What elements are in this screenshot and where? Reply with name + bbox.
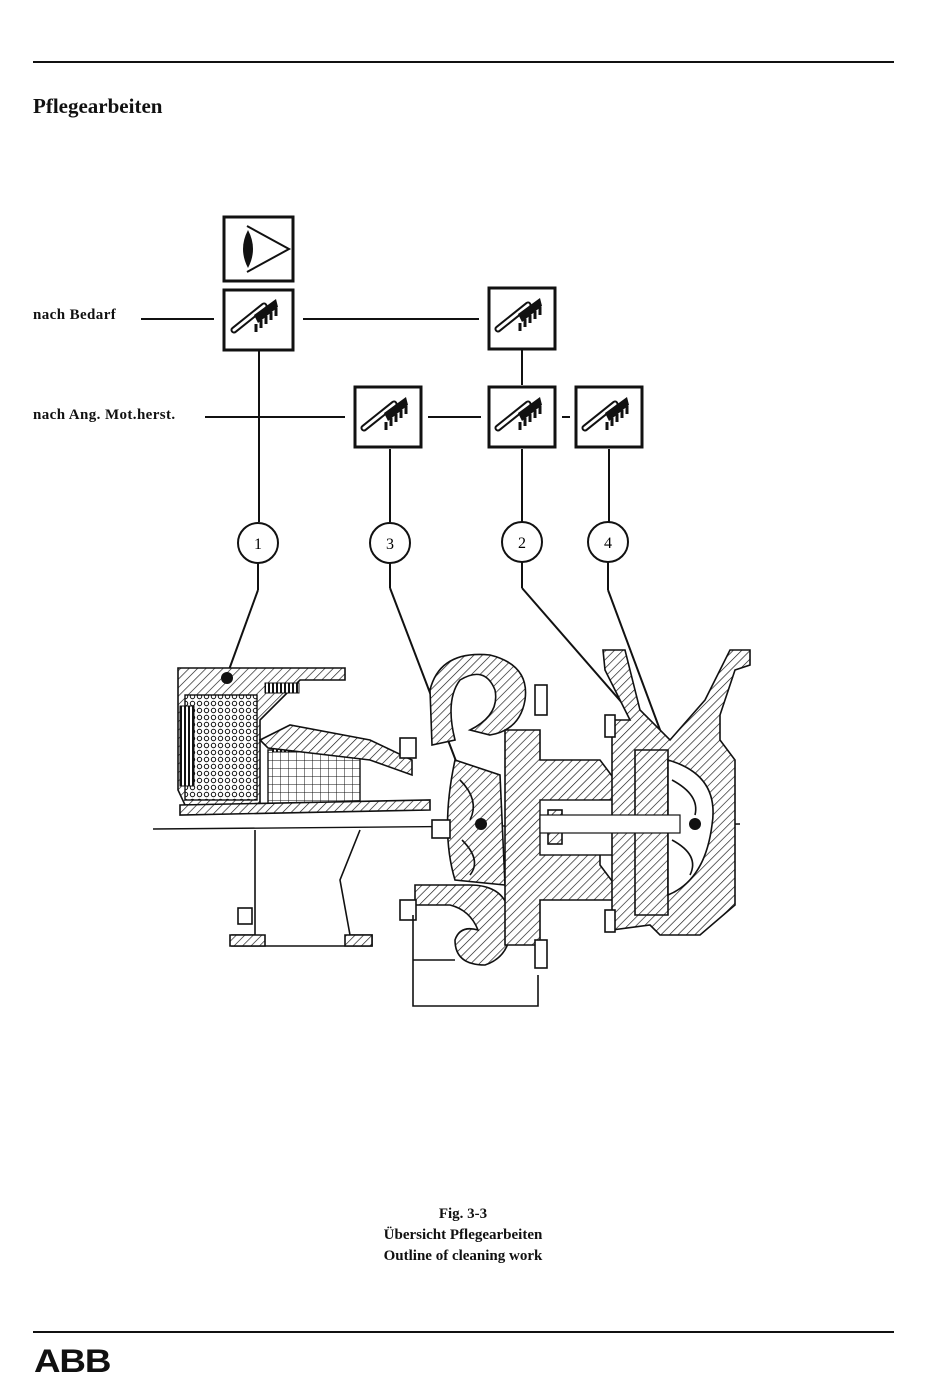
figure-number: Fig. 3-3 <box>0 1204 926 1225</box>
brush-cleaning-icon <box>489 288 555 349</box>
callout-1: 1 <box>238 523 278 563</box>
abb-logo: ABB <box>34 1343 110 1380</box>
callout-2: 2 <box>502 522 542 562</box>
brush-cleaning-icon <box>355 387 421 447</box>
caption-english: Outline of cleaning work <box>0 1246 926 1267</box>
caption-german: Übersicht Pflegearbeiten <box>0 1225 926 1246</box>
callout-3: 3 <box>370 523 410 563</box>
brush-cleaning-icon <box>224 290 293 350</box>
svg-text:1: 1 <box>254 536 262 553</box>
turbocharger-cross-section <box>153 650 750 1006</box>
callout-4: 4 <box>588 522 628 562</box>
svg-text:2: 2 <box>518 535 526 552</box>
svg-text:4: 4 <box>604 535 612 552</box>
eye-inspection-icon <box>224 217 293 281</box>
figure-caption: Fig. 3-3 Übersicht Pflegearbeiten Outlin… <box>0 1204 926 1267</box>
svg-text:3: 3 <box>386 536 394 553</box>
brush-cleaning-icon <box>489 387 555 447</box>
bottom-rule <box>33 1331 894 1333</box>
brush-cleaning-icon <box>576 387 642 447</box>
